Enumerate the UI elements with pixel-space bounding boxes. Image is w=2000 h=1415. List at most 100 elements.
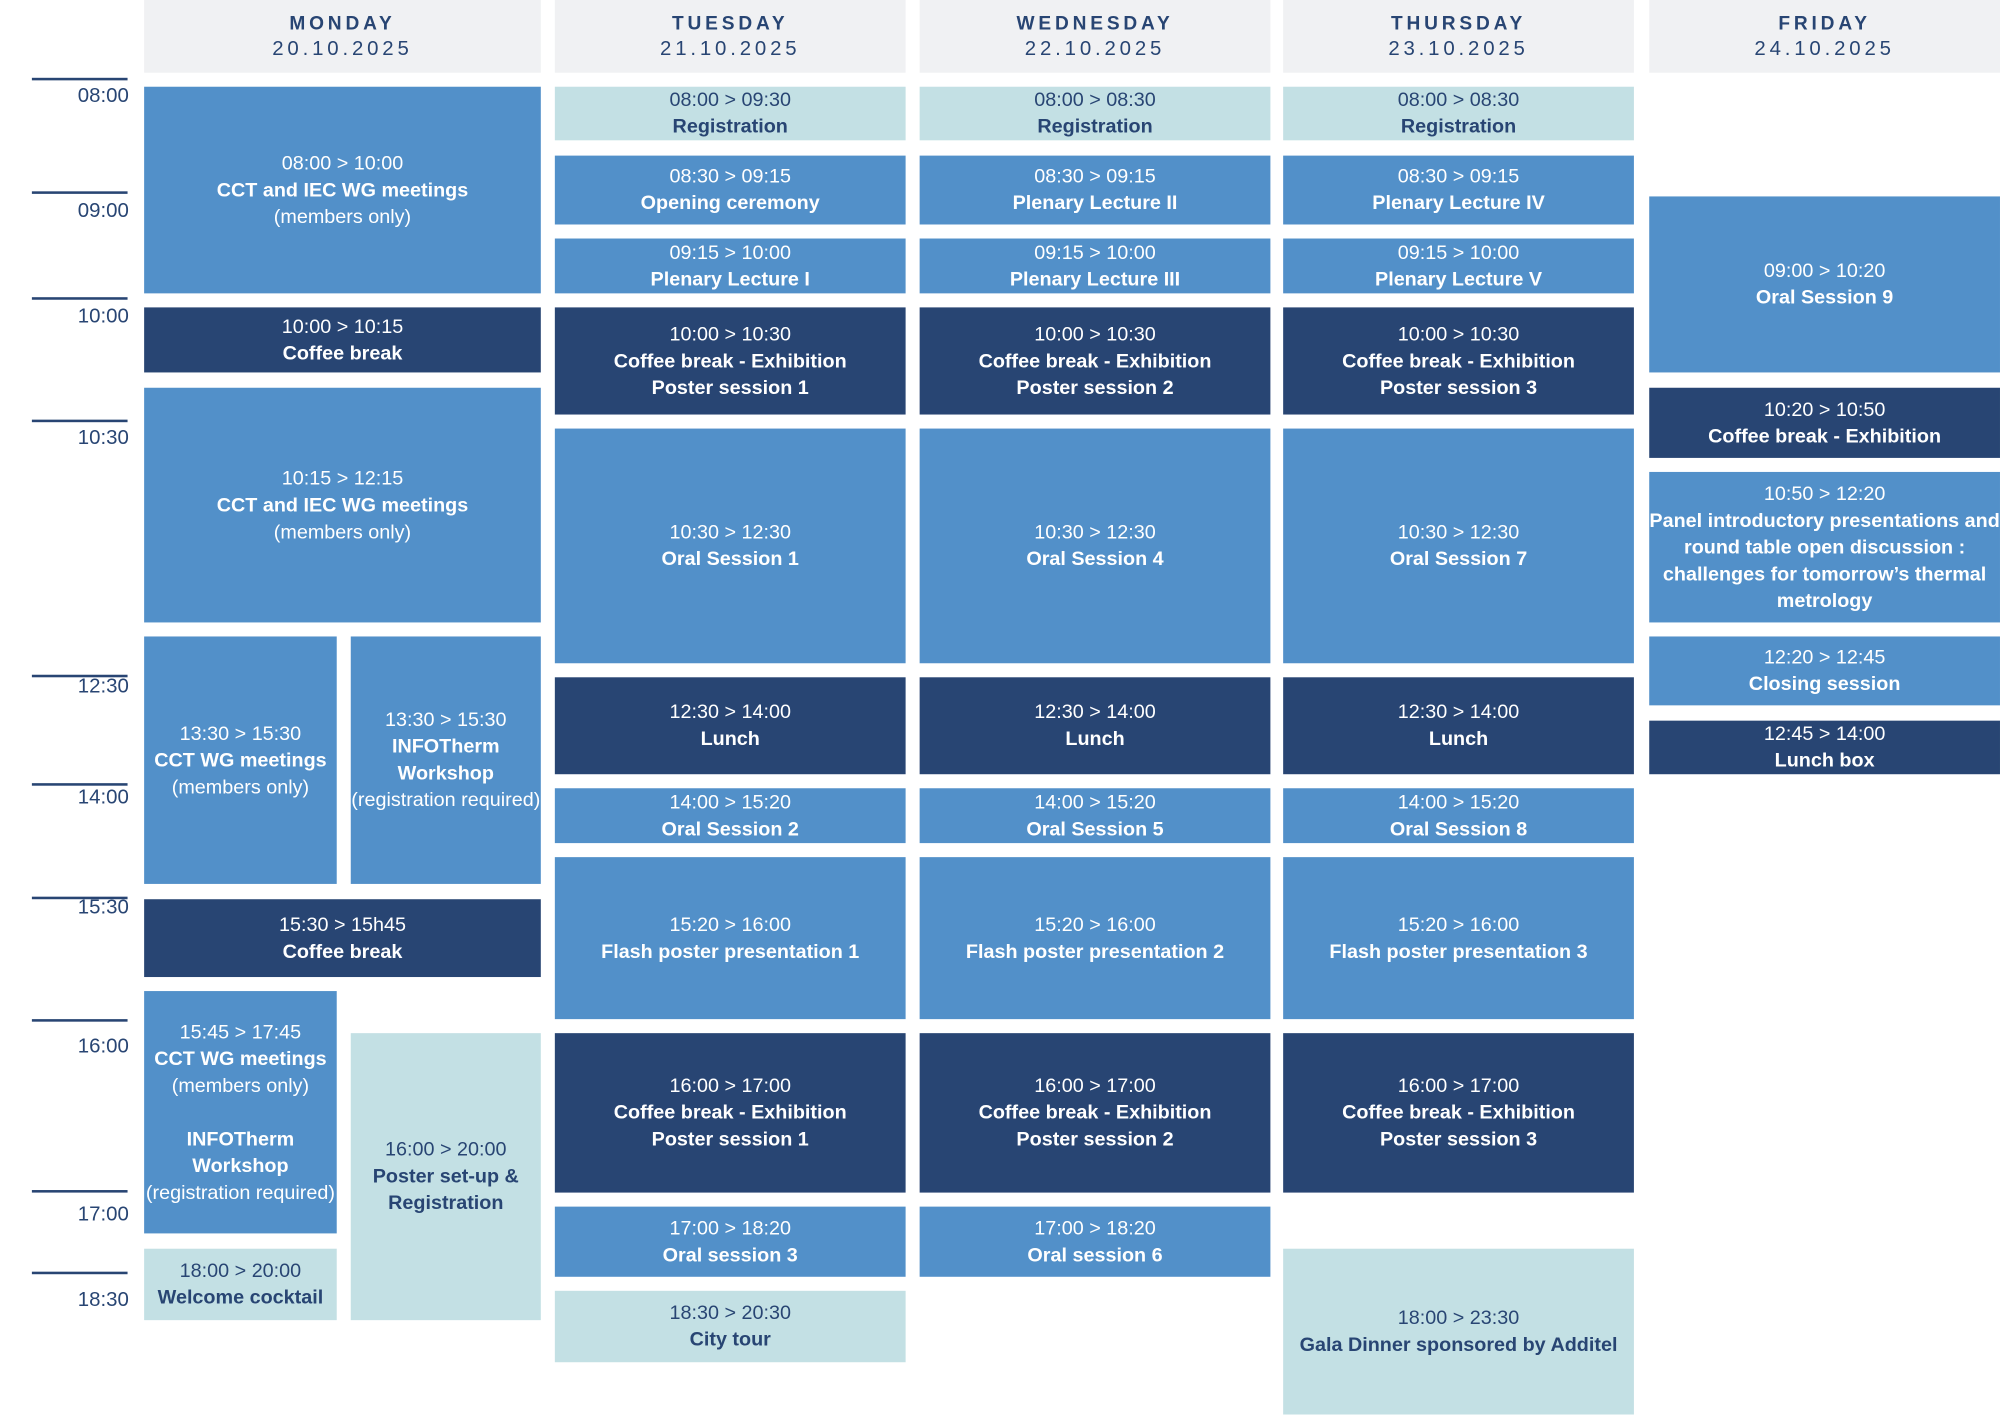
time-label: 17:00 [77,1204,129,1226]
event-title: Poster session 3 [1379,376,1538,399]
time-label: 18:30 [77,1289,129,1312]
event-time: 10:00 > 10:30 [1397,323,1520,346]
time-divider [31,297,128,300]
day-date: 23.10.2025 [1388,38,1529,60]
event-time: 08:00 > 08:30 [1397,89,1520,111]
event-title: City tour [689,1329,771,1351]
time-divider [31,419,128,423]
event-time: 16:00 > 17:00 [669,1075,791,1097]
time-label: 15:30 [77,896,129,919]
event-title: Registration [1037,116,1153,138]
time-divider [31,1271,128,1275]
event-time: 10:50 > 12:20 [1763,482,1886,505]
event-time: 08:00 > 09:30 [669,89,791,111]
day-name: THURSDAY [1390,12,1527,35]
event-time: 08:30 > 09:15 [1034,165,1156,188]
event-time: 13:30 > 15:30 [385,709,507,731]
event-title: Oral session 3 [662,1244,798,1266]
time-label: 14:00 [77,786,129,809]
event-time: 18:30 > 20:30 [669,1302,791,1324]
event-time: 10:00 > 10:30 [669,323,791,346]
event-time: 15:30 > 15h45 [278,913,406,936]
event-title: Poster set-up & [372,1165,519,1188]
event-title: Registration [672,116,788,138]
day-name: TUESDAY [671,12,789,35]
event-title: Oral Session 2 [661,818,799,840]
event-title: INFOTherm [391,735,500,758]
event-title: Oral Session 1 [661,548,799,571]
day-header-thursday: THURSDAY 23.10.2025 [1283,0,1634,73]
event-time: 16:00 > 17:00 [1034,1075,1156,1097]
time-label: 08:00 [77,85,129,108]
event-note: (members only) [273,521,412,543]
event-title: Oral Session 9 [1755,286,1894,309]
event-note: (members only) [171,776,310,798]
event-time: 15:20 > 16:00 [669,913,791,936]
event-time: 14:00 > 15:20 [1034,791,1156,814]
event-time: 10:30 > 12:30 [1034,521,1156,544]
event-title: Flash poster presentation 2 [965,940,1225,963]
event-title: Panel introductory presentations and [1649,509,2000,532]
event-title: Poster session 2 [1016,376,1174,399]
event-title: CCT WG meetings [154,1047,327,1070]
event-time: 10:00 > 10:30 [1034,323,1156,346]
event-title: Gala Dinner sponsored by Additel [1299,1334,1618,1356]
event-title: Closing session [1748,673,1901,696]
event-time: 15:20 > 16:00 [1034,913,1156,936]
event-title: Plenary Lecture II [1012,192,1178,215]
event-title: Poster session 3 [1379,1128,1538,1151]
event-title: Plenary Lecture III [1009,268,1181,291]
event-title: Welcome cocktail [157,1286,324,1309]
event-time: 09:15 > 10:00 [1397,241,1520,264]
event-title: Opening ceremony [640,192,820,215]
event-title: Coffee break - Exhibition [978,1102,1212,1124]
